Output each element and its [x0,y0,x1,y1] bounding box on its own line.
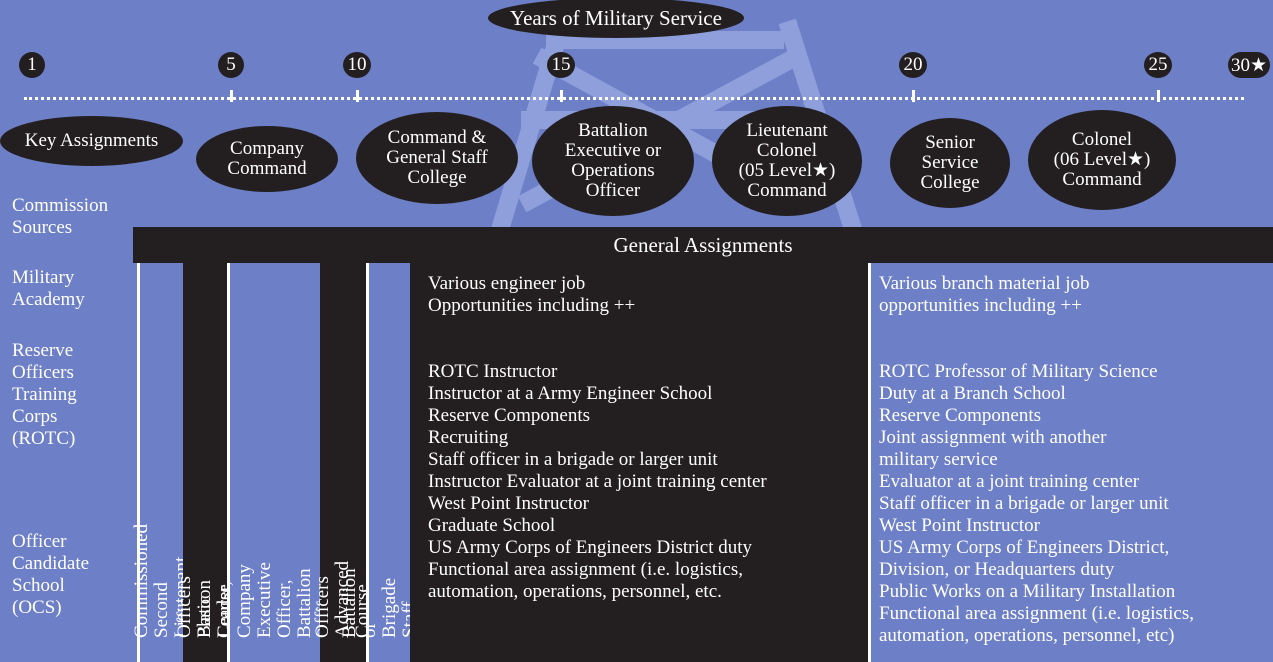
timeline-line [24,97,1244,100]
column-platoon-leader: Platoon Leader, Company Executive Office… [194,263,355,662]
list-item: Public Works on a Military Installation [879,581,1176,602]
source-military-academy: Military Academy [12,267,85,310]
branch-assignment-list: Various branch material job opportunitie… [879,273,1271,647]
column-branch-assignments [868,263,1273,662]
list-item: Graduate School [428,515,556,536]
list-item: West Point Instructor [879,515,1041,536]
year-marker-15: 15 [547,52,575,78]
source-ocs: Officer Candidate School (OCS) [12,531,90,618]
key-assignment-colonel-command: Colonel (06 Level★) Command [1028,110,1176,210]
list-item: Staff officer in a brigade or larger uni… [879,493,1169,514]
key-assignment-company-command: Company Command [196,126,338,192]
key-assignment-senior-service-college: Senior Service College [890,118,1010,208]
year-marker-10: 10 [343,52,371,78]
list-item: US Army Corps of Engineers District, Div… [879,537,1170,580]
engineer-intro: Various engineer job Opportunities inclu… [428,273,636,316]
year-marker-20: 20 [899,52,927,78]
key-assignment-lieutenant-colonel-command: Lieutenant Colonel (05 Level★) Command [712,106,862,216]
engineer-assignment-list: Various engineer job Opportunities inclu… [428,273,868,603]
list-item: Reserve Components [879,405,1042,426]
list-item: Functional area assignment (i.e. logisti… [879,603,1195,646]
year-marker-25: 25 [1144,52,1172,78]
list-item: ROTC Professor of Military Science [879,361,1158,382]
list-item: Joint assignment with another military s… [879,427,1107,470]
list-item: Instructor Evaluator at a joint training… [428,471,767,492]
list-item: Staff officer in a brigade or larger uni… [428,449,718,470]
list-item: West Point Instructor [428,493,590,514]
timeline-tick-mark [230,90,233,102]
year-marker-1: 1 [19,52,45,78]
list-item: ROTC Instructor [428,361,558,382]
source-rotc: Reserve Officers Training Corps (ROTC) [12,340,77,449]
year-marker-5: 5 [218,52,244,78]
branch-intro: Various branch material job opportunitie… [879,273,1090,316]
timeline-tick-mark [912,90,915,102]
column-officers-basic-course: Officers Basic Course [174,263,235,662]
column-officers-advanced-course: Officers Advanced Course [312,263,373,662]
timeline-tick-mark [560,90,563,102]
commission-sources-label: Commission Sources [12,195,109,238]
list-item: Functional area assignment (i.e. logisti… [428,559,744,602]
column-battalion-brigade-staff-officer: Battalion or Brigade Staff Officer [339,263,440,662]
list-item: Evaluator at a joint training center [879,471,1140,492]
key-assignment-battalion-executive-officer: Battalion Executive or Operations Office… [532,106,694,216]
list-item: Duty at a Branch School [879,383,1066,404]
column-engineer-assignments [410,263,868,662]
timeline-tick-mark [356,90,359,102]
list-item: Recruiting [428,427,509,448]
column-commissioned-second-lieutenant: Commissioned Second Lieutenant [131,263,192,662]
years-of-service-title: Years of Military Service [488,0,744,38]
year-marker-30: 30★ [1228,52,1270,78]
general-assignments-header: General Assignments [133,227,1273,263]
list-item: US Army Corps of Engineers District duty [428,537,753,558]
key-assignment-command-general-staff-college: Command & General Staff College [356,112,518,204]
key-assignments-label: Key Assignments [0,116,183,166]
timeline-tick-mark [1157,90,1160,102]
list-item: Instructor at a Army Engineer School [428,383,713,404]
list-item: Reserve Components [428,405,591,426]
